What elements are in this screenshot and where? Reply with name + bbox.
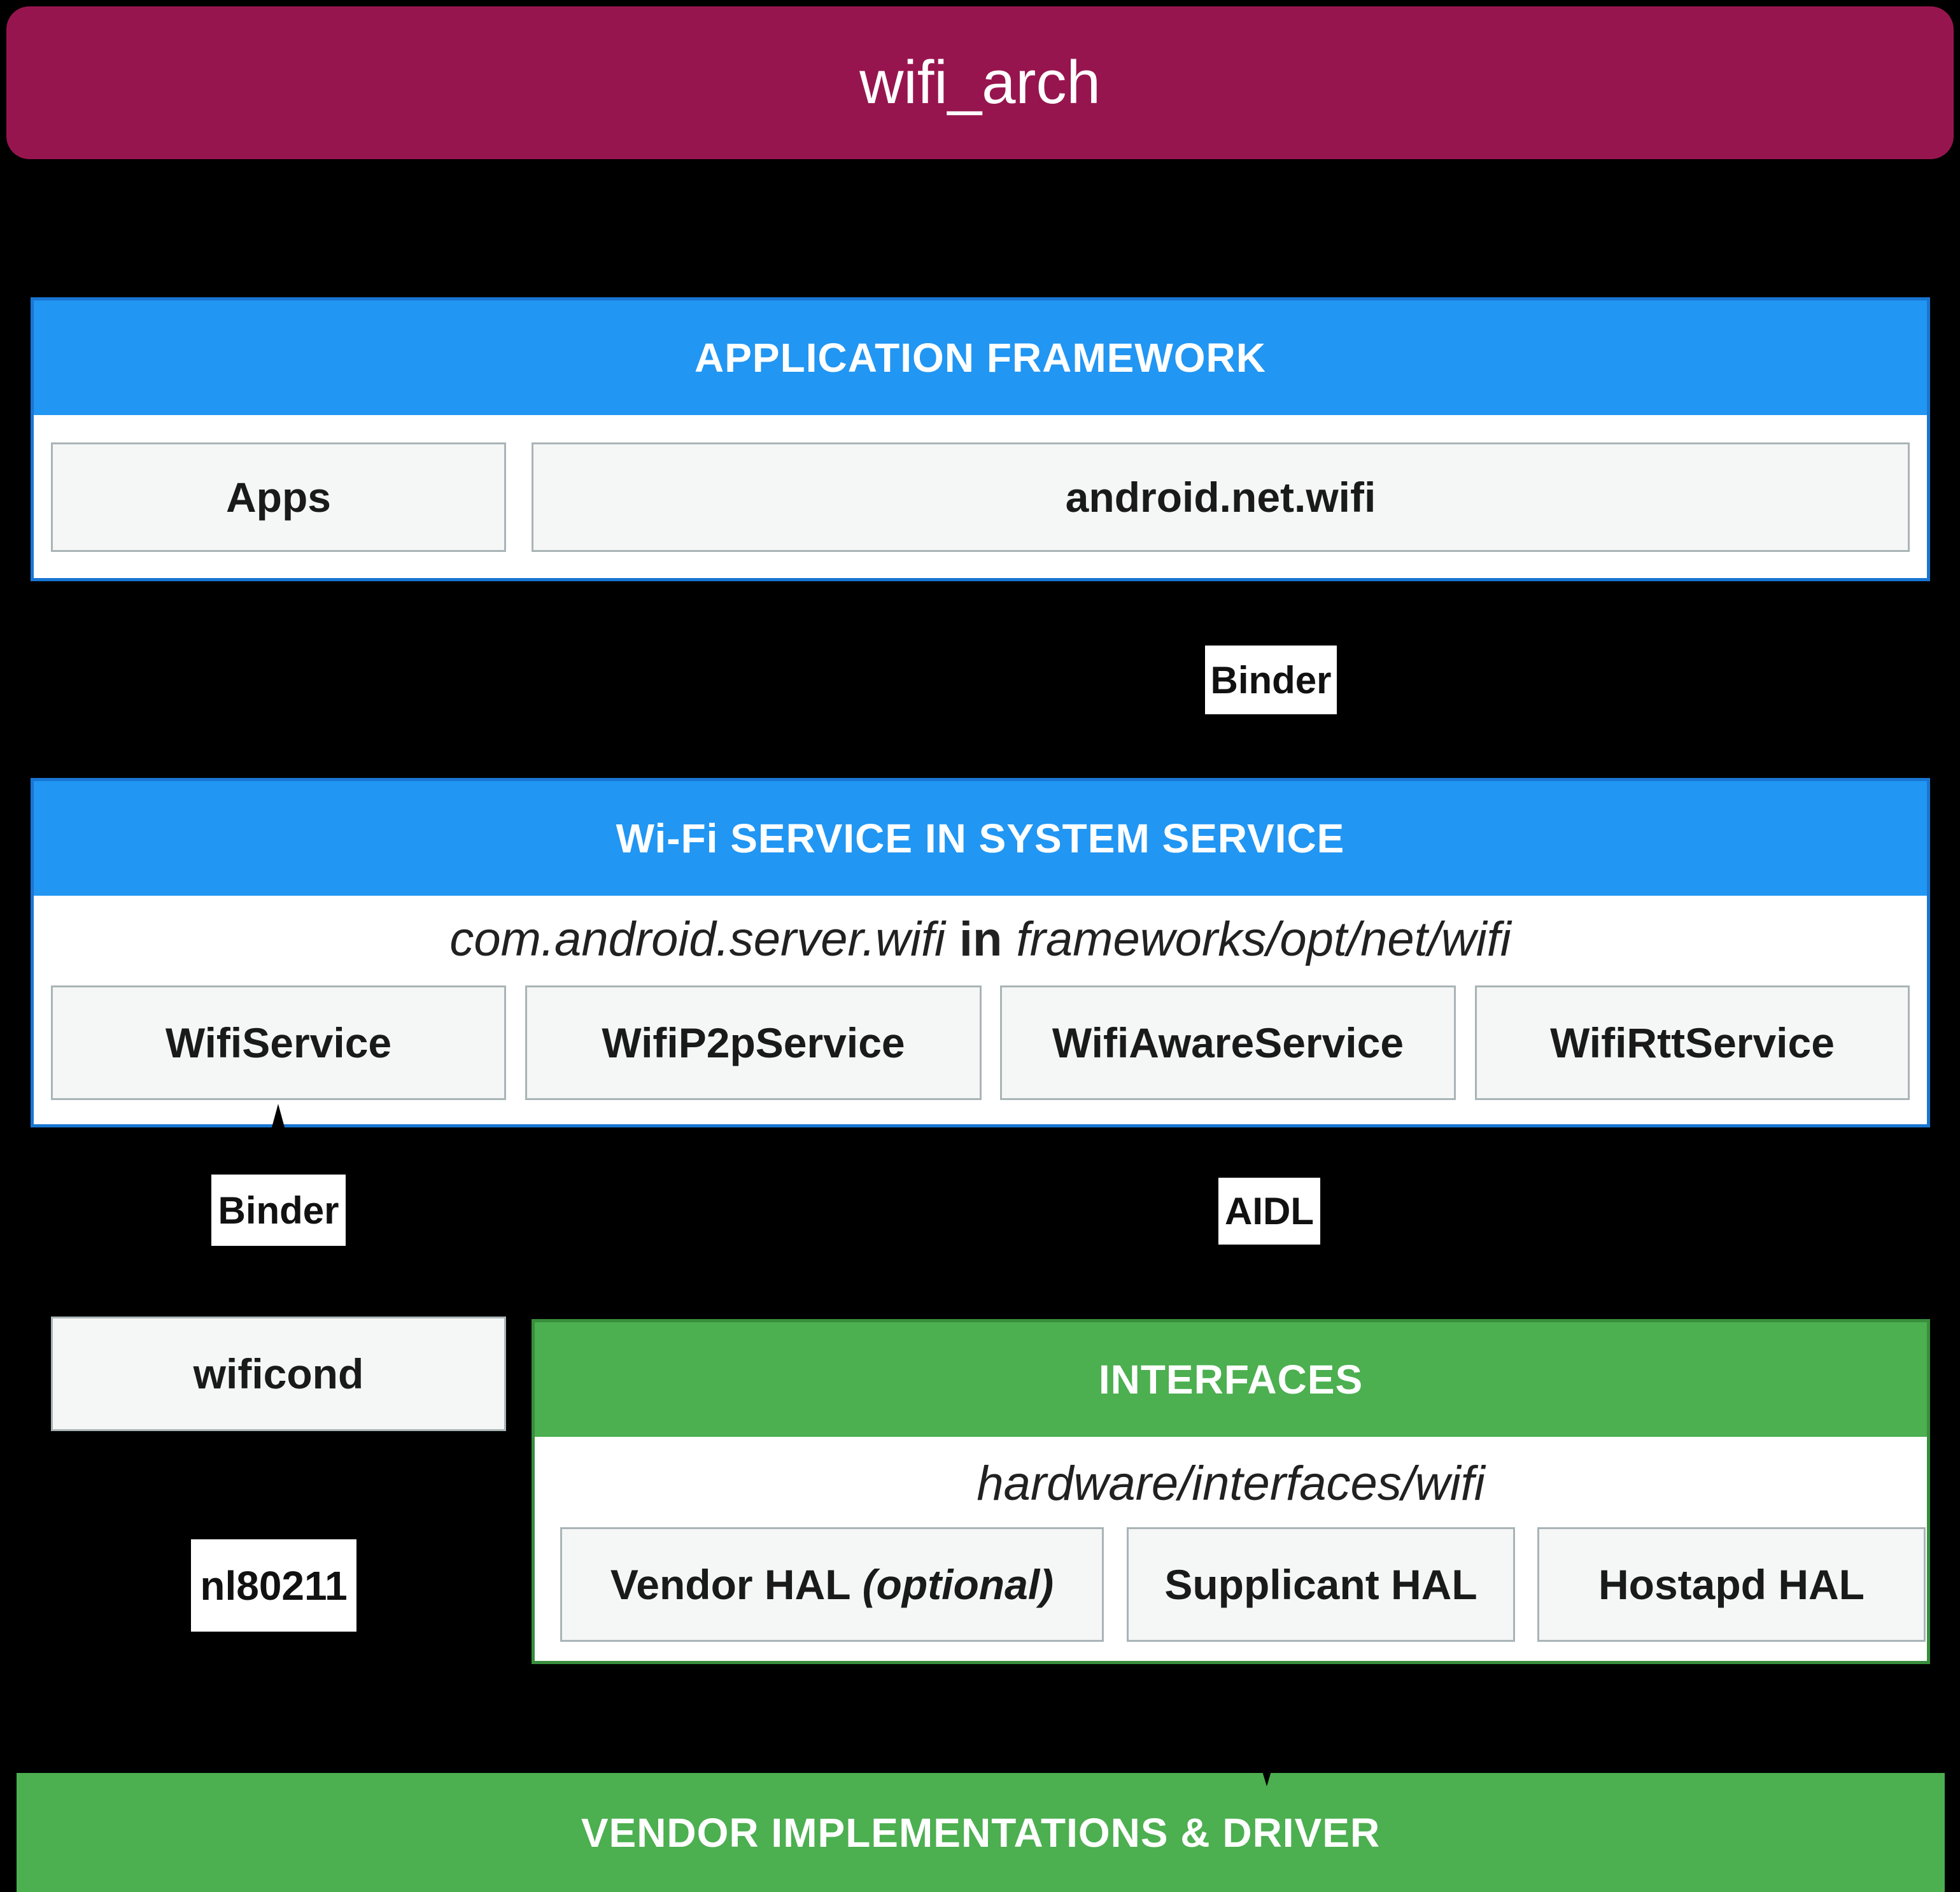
interfaces-body: hardware/interfaces/wifi Vendor HAL (opt… <box>535 1437 1927 1661</box>
binder-label-top: Binder <box>1205 646 1337 714</box>
wifi-service-path: com.android.server.wifi in frameworks/op… <box>34 907 1927 971</box>
path-suffix: frameworks/opt/net/wifi <box>1016 912 1511 966</box>
interfaces-path: hardware/interfaces/wifi <box>976 1456 1485 1511</box>
wifirttservice-box: WifiRttService <box>1475 985 1910 1100</box>
vendor-hal-box: Vendor HAL (optional) <box>560 1527 1104 1642</box>
application-framework-section: APPLICATION FRAMEWORK Apps android.net.w… <box>31 297 1930 581</box>
nl80211-label: nl80211 <box>191 1539 356 1632</box>
wifi-service-body: com.android.server.wifi in frameworks/op… <box>34 896 1927 1124</box>
interfaces-section: INTERFACES hardware/interfaces/wifi Vend… <box>532 1319 1930 1664</box>
vendor-implementations-bar: VENDOR IMPLEMENTATIONS & DRIVER <box>17 1773 1945 1892</box>
vendor-hal-label: Vendor HAL <box>610 1561 851 1608</box>
aidl-label: AIDL <box>1218 1178 1320 1245</box>
application-framework-header: APPLICATION FRAMEWORK <box>34 300 1927 415</box>
wifip2pservice-box: WifiP2pService <box>525 985 982 1100</box>
path-in: in <box>959 912 1003 966</box>
android-net-wifi-box: android.net.wifi <box>532 442 1910 552</box>
path-prefix: com.android.server.wifi <box>449 912 945 966</box>
wificond-box: wificond <box>51 1317 506 1431</box>
diagram-title: wifi_arch <box>859 48 1101 116</box>
wifi-service-header: Wi-Fi SERVICE IN SYSTEM SERVICE <box>34 781 1927 896</box>
wifi-service-section: Wi-Fi SERVICE IN SYSTEM SERVICE com.andr… <box>31 778 1930 1127</box>
binder-label-mid: Binder <box>211 1175 346 1246</box>
vendor-hal-optional: (optional) <box>862 1561 1054 1608</box>
wifiawareservice-box: WifiAwareService <box>1000 985 1456 1100</box>
application-framework-body: Apps android.net.wifi <box>34 415 1927 578</box>
supplicant-hal-box: Supplicant HAL <box>1127 1527 1515 1642</box>
apps-box: Apps <box>51 442 506 552</box>
wifiservice-box: WifiService <box>51 985 506 1100</box>
aidl-arrowhead-down <box>1255 1748 1278 1786</box>
interfaces-header: INTERFACES <box>535 1322 1927 1437</box>
binder-arrowhead-up <box>267 1104 290 1146</box>
diagram-title-bar: wifi_arch <box>6 6 1954 159</box>
hostapd-hal-box: Hostapd HAL <box>1537 1527 1926 1642</box>
